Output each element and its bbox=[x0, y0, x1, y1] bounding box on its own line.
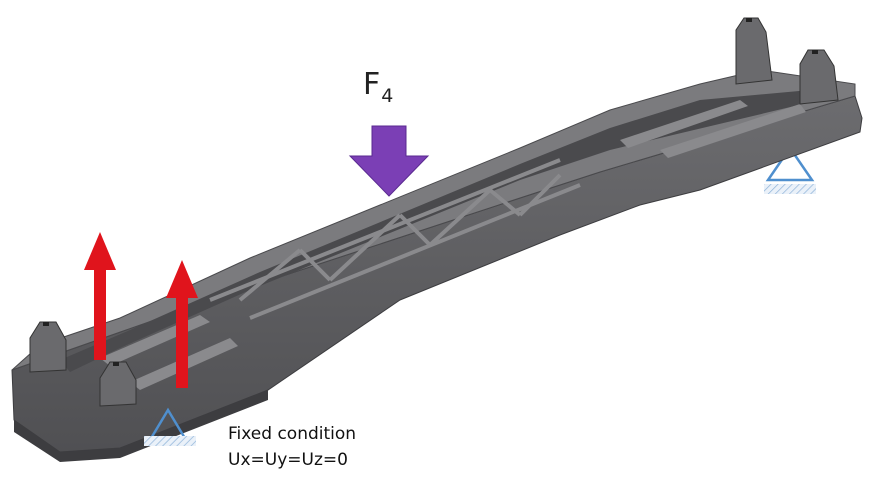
downward-force-arrow-icon bbox=[348, 125, 430, 197]
truss-members bbox=[209, 158, 581, 320]
frame-bottom-rim bbox=[14, 390, 268, 462]
force-label-f4: F4 bbox=[363, 67, 393, 106]
fixed-condition-title: Fixed condition bbox=[228, 424, 357, 444]
fixed-condition-equation: Ux=Uy=Uz=0 bbox=[228, 450, 348, 470]
left-rear-post bbox=[29, 321, 67, 373]
ground-hatch-icon bbox=[764, 184, 816, 194]
upward-force-arrow-icon bbox=[84, 232, 116, 360]
force-label-main: F bbox=[363, 67, 381, 102]
ground-hatch-icon bbox=[144, 436, 196, 446]
vehicle-frame-body bbox=[11, 17, 863, 462]
right-rear-post bbox=[735, 17, 773, 85]
right-front-post bbox=[799, 49, 839, 105]
force-label-subscript: 4 bbox=[381, 85, 394, 107]
frame-side-wall bbox=[11, 95, 863, 453]
pin-support-icon bbox=[765, 145, 815, 182]
upward-force-arrow-icon bbox=[166, 260, 198, 388]
left-support bbox=[144, 407, 196, 446]
right-support bbox=[764, 145, 816, 194]
left-front-post bbox=[99, 361, 137, 407]
